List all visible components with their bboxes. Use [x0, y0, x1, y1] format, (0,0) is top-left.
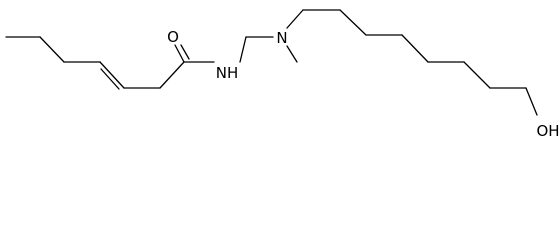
- bond-n-ch2: [239, 36, 247, 63]
- atom-labels: O NH N OH: [167, 28, 559, 140]
- molecule-structure: O NH N OH: [5, 9, 560, 140]
- bond-c2-c3: [339, 9, 367, 36]
- atom-label-oxygen: O: [167, 28, 179, 46]
- bond-c1-o-double: [180, 44, 190, 60]
- bond-n-methyl: [286, 45, 298, 63]
- bond-c4-c5: [401, 34, 429, 63]
- atom-label-hydroxyl: OH: [536, 122, 559, 140]
- bond-c8-o: [525, 87, 538, 116]
- atom-label-amine-n: N: [276, 29, 287, 47]
- bond-n-c1: [286, 9, 304, 29]
- atom-label-amide-nh: NH: [216, 64, 239, 82]
- bond-c4-c3: [99, 61, 125, 89]
- bond-c1-o: [174, 44, 185, 63]
- bond-c2-c1: [159, 61, 185, 89]
- bond-c4-c3-double: [100, 68, 120, 90]
- bond-c6-c7: [463, 61, 491, 89]
- bond-c6-c5: [39, 36, 65, 63]
- bonds: [5, 9, 538, 116]
